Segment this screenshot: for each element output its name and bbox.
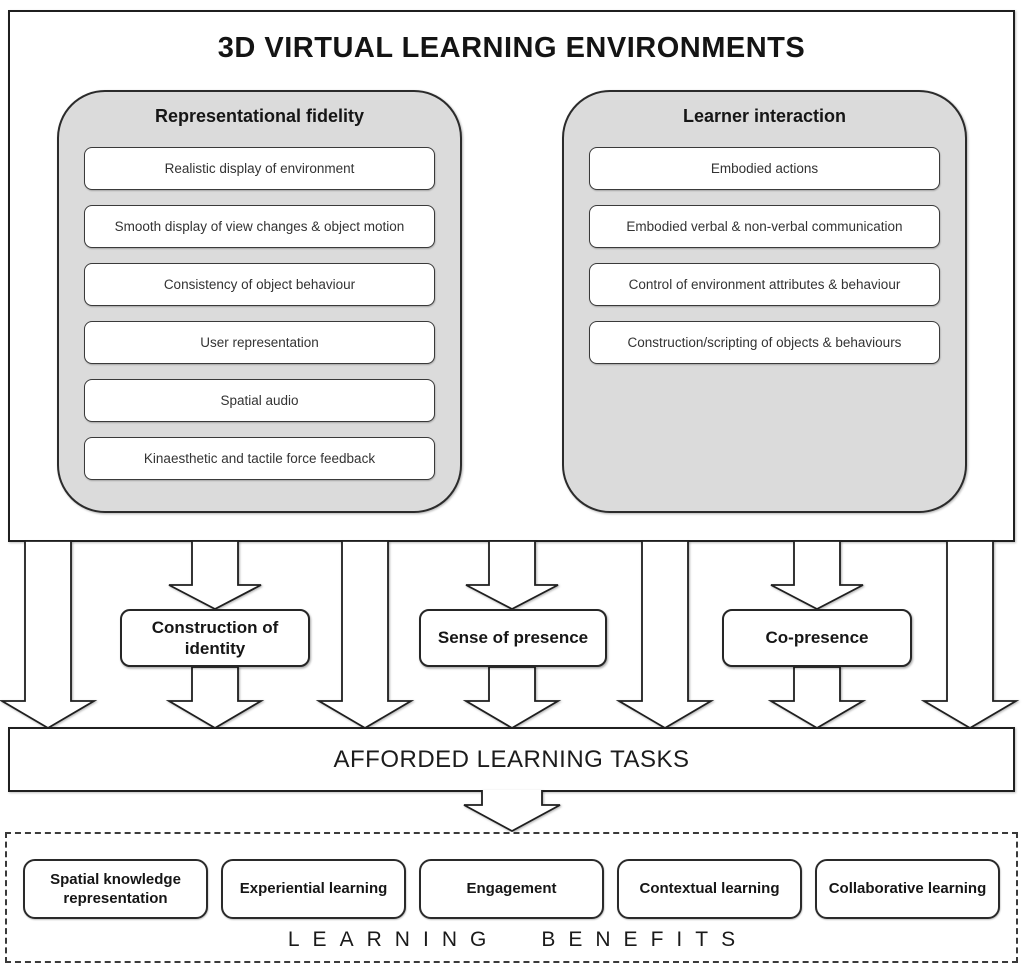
down-arrow-short-icon	[165, 666, 265, 730]
interaction-item: Embodied verbal & non-verbal communicati…	[589, 205, 940, 248]
learning-benefits-box: Spatial knowledge representation Experie…	[5, 832, 1018, 963]
fidelity-item: Kinaesthetic and tactile force feedback	[84, 437, 435, 480]
down-arrow-long-icon	[0, 541, 98, 730]
mediator-box-sense-of-presence: Sense of presence	[419, 609, 607, 667]
down-arrow-short-icon	[770, 541, 864, 611]
fidelity-item: Spatial audio	[84, 379, 435, 422]
afforded-learning-tasks-bar: AFFORDED LEARNING TASKS	[8, 727, 1015, 792]
panel-learner-interaction: Learner interaction Embodied actions Emb…	[562, 90, 967, 513]
interaction-item: Control of environment attributes & beha…	[589, 263, 940, 306]
panel-title: Representational fidelity	[154, 106, 365, 126]
benefit-box-collaborative-learning: Collaborative learning	[815, 859, 1000, 919]
down-arrow-long-icon	[920, 541, 1020, 730]
fidelity-item: Smooth display of view changes & object …	[84, 205, 435, 248]
benefit-box-engagement: Engagement	[419, 859, 604, 919]
mediator-box-co-presence: Co-presence	[722, 609, 912, 667]
benefit-box-contextual-learning: Contextual learning	[617, 859, 802, 919]
fidelity-item: User representation	[84, 321, 435, 364]
interaction-item: Embodied actions	[589, 147, 940, 190]
down-arrow-short-icon	[465, 541, 559, 611]
learning-benefits-caption: LEARNING BENEFITS	[287, 928, 749, 951]
down-arrow-short-icon	[462, 666, 562, 730]
panel-item-list: Realistic display of environment Smooth …	[84, 147, 435, 480]
fidelity-item: Realistic display of environment	[84, 147, 435, 190]
benefit-box-experiential-learning: Experiential learning	[221, 859, 406, 919]
panel-title: Learner interaction	[682, 106, 847, 126]
down-arrows-band	[0, 541, 1020, 730]
benefit-row: Spatial knowledge representation Experie…	[7, 834, 1016, 919]
benefit-box-spatial-knowledge: Spatial knowledge representation	[23, 859, 208, 919]
down-arrow-short-icon	[168, 541, 262, 611]
interaction-item: Construction/scripting of objects & beha…	[589, 321, 940, 364]
fidelity-item: Consistency of object behaviour	[84, 263, 435, 306]
down-arrow-short-icon	[767, 666, 867, 730]
down-arrow-long-icon	[315, 541, 415, 730]
panel-representational-fidelity: Representational fidelity Realistic disp…	[57, 90, 462, 513]
down-arrow-long-icon	[615, 541, 715, 730]
down-arrow-tasks-to-benefits-icon	[463, 790, 561, 833]
vle-container-box: 3D VIRTUAL LEARNING ENVIRONMENTS Represe…	[8, 10, 1015, 542]
diagram-title: 3D VIRTUAL LEARNING ENVIRONMENTS	[217, 32, 806, 64]
mediator-box-construction-of-identity: Construction of identity	[120, 609, 310, 667]
panel-item-list: Embodied actions Embodied verbal & non-v…	[589, 147, 940, 364]
